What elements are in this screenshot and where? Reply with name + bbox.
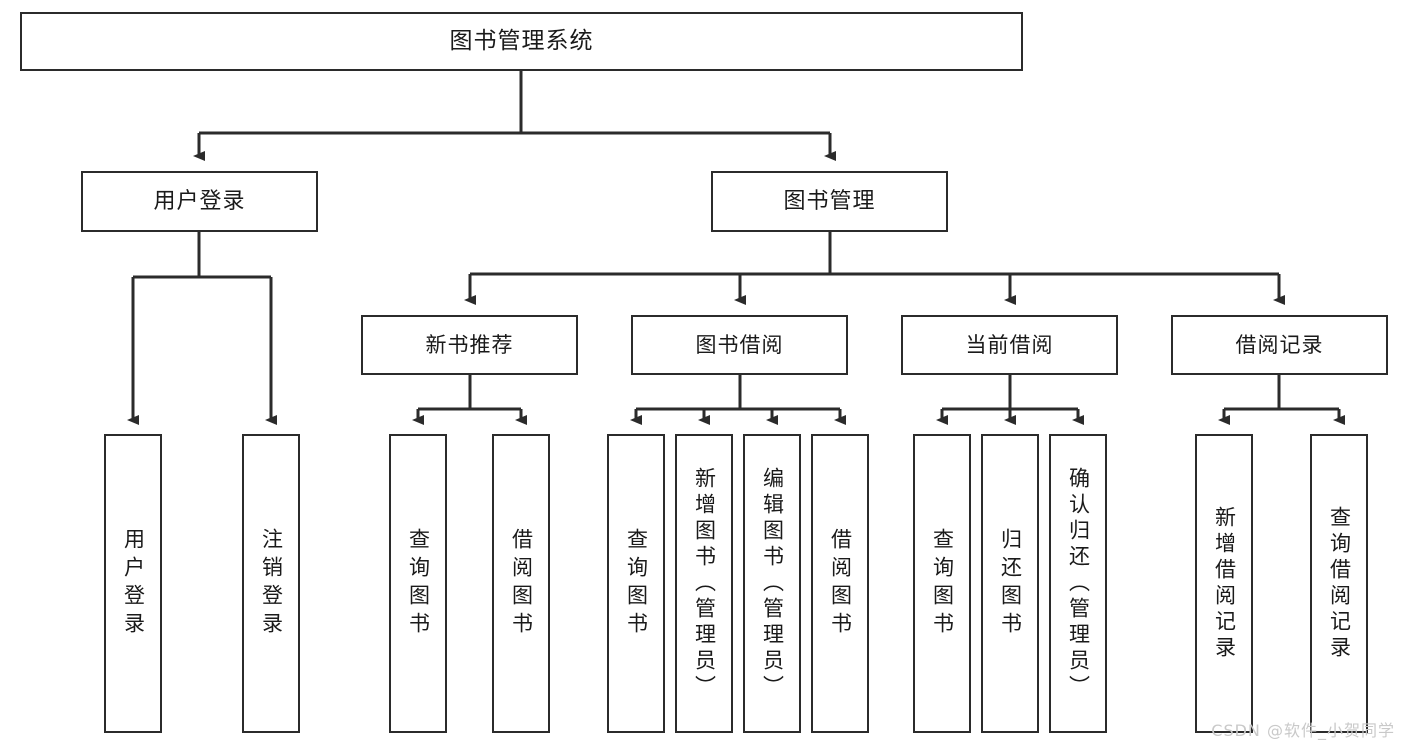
leaf-label: 新增借阅记录 bbox=[1212, 505, 1237, 662]
leaf-query-book-borrow[interactable]: 查询图书 bbox=[607, 434, 665, 733]
node-label: 新书推荐 bbox=[425, 332, 514, 357]
node-root-system[interactable]: 图书管理系统 bbox=[20, 12, 1023, 71]
node-label: 图书管理 bbox=[783, 188, 876, 214]
leaf-label: 借阅图书 bbox=[828, 527, 853, 640]
node-borrow-record[interactable]: 借阅记录 bbox=[1171, 315, 1388, 375]
leaf-label: 查询图书 bbox=[406, 527, 431, 640]
leaf-label: 注销登录 bbox=[259, 527, 284, 640]
node-book-management[interactable]: 图书管理 bbox=[711, 171, 948, 232]
leaf-label: 确认归还（管理员） bbox=[1066, 466, 1091, 701]
leaf-label: 编辑图书（管理员） bbox=[760, 466, 785, 701]
leaf-edit-book-admin[interactable]: 编辑图书（管理员） bbox=[743, 434, 801, 733]
leaf-add-book-admin[interactable]: 新增图书（管理员） bbox=[675, 434, 733, 733]
leaf-return-book[interactable]: 归还图书 bbox=[981, 434, 1039, 733]
node-user-login[interactable]: 用户登录 bbox=[81, 171, 318, 232]
leaf-label: 借阅图书 bbox=[509, 527, 534, 640]
leaf-label: 归还图书 bbox=[998, 527, 1023, 640]
node-current-borrow[interactable]: 当前借阅 bbox=[901, 315, 1118, 375]
leaf-label: 查询图书 bbox=[930, 527, 955, 640]
node-book-borrow[interactable]: 图书借阅 bbox=[631, 315, 848, 375]
leaf-borrow-book[interactable]: 借阅图书 bbox=[811, 434, 869, 733]
leaf-query-borrow-record[interactable]: 查询借阅记录 bbox=[1310, 434, 1368, 733]
leaf-confirm-return-admin[interactable]: 确认归还（管理员） bbox=[1049, 434, 1107, 733]
node-label: 图书借阅 bbox=[695, 332, 784, 357]
leaf-add-borrow-record[interactable]: 新增借阅记录 bbox=[1195, 434, 1253, 733]
node-label: 借阅记录 bbox=[1235, 332, 1324, 357]
node-label: 当前借阅 bbox=[965, 332, 1054, 357]
leaf-label: 新增图书（管理员） bbox=[692, 466, 717, 701]
leaf-query-book-current[interactable]: 查询图书 bbox=[913, 434, 971, 733]
node-label: 图书管理系统 bbox=[449, 28, 594, 55]
node-label: 用户登录 bbox=[153, 188, 246, 214]
node-new-book-recommend[interactable]: 新书推荐 bbox=[361, 315, 578, 375]
leaf-user-login[interactable]: 用户登录 bbox=[104, 434, 162, 733]
leaf-borrow-book-recommend[interactable]: 借阅图书 bbox=[492, 434, 550, 733]
leaf-user-logout[interactable]: 注销登录 bbox=[242, 434, 300, 733]
leaf-query-book-recommend[interactable]: 查询图书 bbox=[389, 434, 447, 733]
leaf-label: 查询图书 bbox=[624, 527, 649, 640]
leaf-label: 用户登录 bbox=[121, 527, 146, 640]
watermark-text: CSDN @软件_小贺同学 bbox=[1211, 721, 1395, 740]
leaf-label: 查询借阅记录 bbox=[1327, 505, 1352, 662]
